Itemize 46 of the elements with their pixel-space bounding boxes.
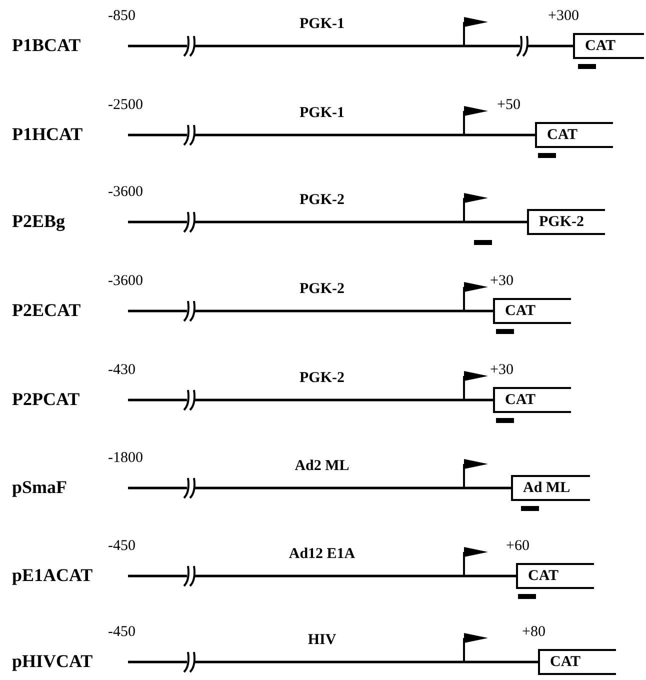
promoter-label: PGK-2 xyxy=(300,192,344,208)
end-coordinate: +30 xyxy=(490,273,514,289)
gene-box xyxy=(535,122,613,148)
gene-box xyxy=(493,387,571,413)
construct-name: pE1ACAT xyxy=(12,564,93,586)
gene-label: CAT xyxy=(528,567,559,585)
start-coordinate: -2500 xyxy=(108,97,143,113)
gene-label: CAT xyxy=(585,37,616,55)
gene-label: CAT xyxy=(547,126,578,144)
construct-name: pSmaF xyxy=(12,476,68,498)
construct-name: P1BCAT xyxy=(12,34,81,56)
promoter-label: Ad12 E1A xyxy=(288,546,356,562)
construct-name: P2PCAT xyxy=(12,388,80,410)
gene-box xyxy=(527,209,605,235)
start-coordinate: -1800 xyxy=(108,450,143,466)
end-coordinate: +300 xyxy=(548,8,579,24)
gene-box xyxy=(516,563,594,589)
promoter-label: HIV xyxy=(308,632,336,648)
gene-box xyxy=(511,475,590,501)
end-coordinate: +60 xyxy=(506,538,530,554)
start-coordinate: -450 xyxy=(108,624,136,640)
end-coordinate: +80 xyxy=(522,624,546,640)
promoter-label: PGK-2 xyxy=(300,281,344,297)
start-coordinate: -3600 xyxy=(108,273,143,289)
end-coordinate: +30 xyxy=(490,362,514,378)
construct-name: P2EBg xyxy=(12,210,66,232)
gene-label: CAT xyxy=(550,653,581,671)
construct-name: pHIVCAT xyxy=(12,650,93,672)
promoter-label: PGK-1 xyxy=(300,105,344,121)
gene-label: CAT xyxy=(505,391,536,409)
construct-name: P2ECAT xyxy=(12,299,81,321)
gene-box xyxy=(493,298,571,324)
gene-box xyxy=(573,33,644,59)
gene-label: CAT xyxy=(505,302,536,320)
gene-label: PGK-2 xyxy=(539,213,584,231)
end-coordinate: +50 xyxy=(497,97,520,113)
gene-label: Ad ML xyxy=(523,479,570,497)
start-coordinate: -450 xyxy=(108,538,136,554)
promoter-label: PGK-1 xyxy=(300,16,344,32)
start-coordinate: -430 xyxy=(108,362,136,378)
start-coordinate: -850 xyxy=(108,8,136,24)
construct-name: P1HCAT xyxy=(12,123,83,145)
gene-box xyxy=(538,649,616,675)
promoter-label: PGK-2 xyxy=(300,370,344,386)
start-coordinate: -3600 xyxy=(108,184,143,200)
promoter-label: Ad2 ML xyxy=(294,458,350,474)
